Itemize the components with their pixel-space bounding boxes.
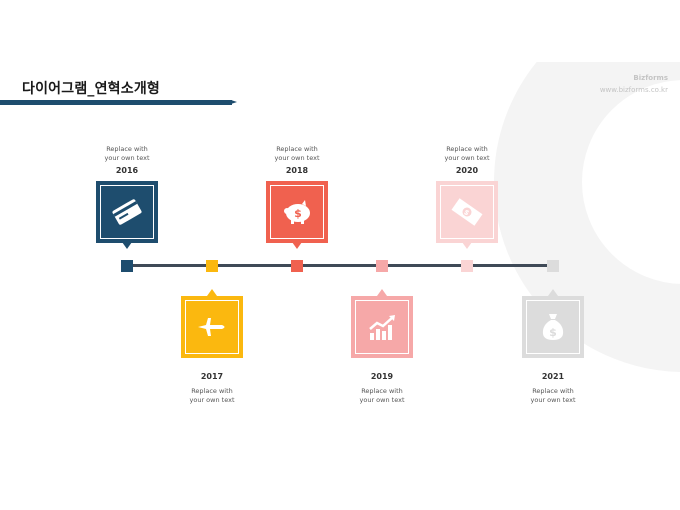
title-underline-tip bbox=[231, 100, 237, 104]
decorative-arc bbox=[494, 62, 680, 510]
milestone-year-2018: 2018 bbox=[285, 166, 309, 175]
credit-card-icon bbox=[112, 199, 142, 225]
milestone-year-2021: 2021 bbox=[541, 372, 565, 381]
growth-chart-icon bbox=[369, 315, 395, 340]
banknote-icon: $ bbox=[451, 198, 483, 226]
milestone-card-2016 bbox=[96, 181, 158, 249]
milestone-year-2016: 2016 bbox=[115, 166, 139, 175]
milestone-card-2018: $ bbox=[266, 181, 328, 249]
milestone-card-2017 bbox=[181, 289, 243, 358]
milestone-year-2017: 2017 bbox=[200, 372, 224, 381]
milestone-card-2019 bbox=[351, 289, 413, 358]
timeline-marker-2021 bbox=[547, 260, 559, 272]
timeline-marker-2016 bbox=[121, 260, 133, 272]
svg-text:$: $ bbox=[294, 207, 302, 220]
title-underline bbox=[0, 100, 232, 105]
brand-watermark: Bizforms www.bizforms.co.kr bbox=[600, 72, 668, 96]
timeline-marker-2017 bbox=[206, 260, 218, 272]
timeline-marker-2019 bbox=[376, 260, 388, 272]
svg-text:$: $ bbox=[549, 326, 557, 339]
svg-text:$: $ bbox=[462, 208, 471, 217]
milestone-year-2020: 2020 bbox=[455, 166, 479, 175]
brand-url: www.bizforms.co.kr bbox=[599, 86, 668, 94]
airplane-icon bbox=[198, 318, 225, 336]
timeline-marker-2020 bbox=[461, 260, 473, 272]
timeline-marker-2018 bbox=[291, 260, 303, 272]
money-bag-icon: $ bbox=[542, 314, 564, 340]
milestone-card-2020: $ bbox=[436, 181, 498, 249]
piggy-bank-icon: $ bbox=[284, 200, 310, 224]
brand-name: Bizforms bbox=[633, 74, 668, 82]
milestone-card-2021: $ bbox=[522, 289, 584, 358]
timeline-line bbox=[127, 264, 553, 267]
page-title: 다이어그램_연혁소개형 bbox=[22, 81, 160, 97]
milestone-year-2019: 2019 bbox=[370, 372, 394, 381]
